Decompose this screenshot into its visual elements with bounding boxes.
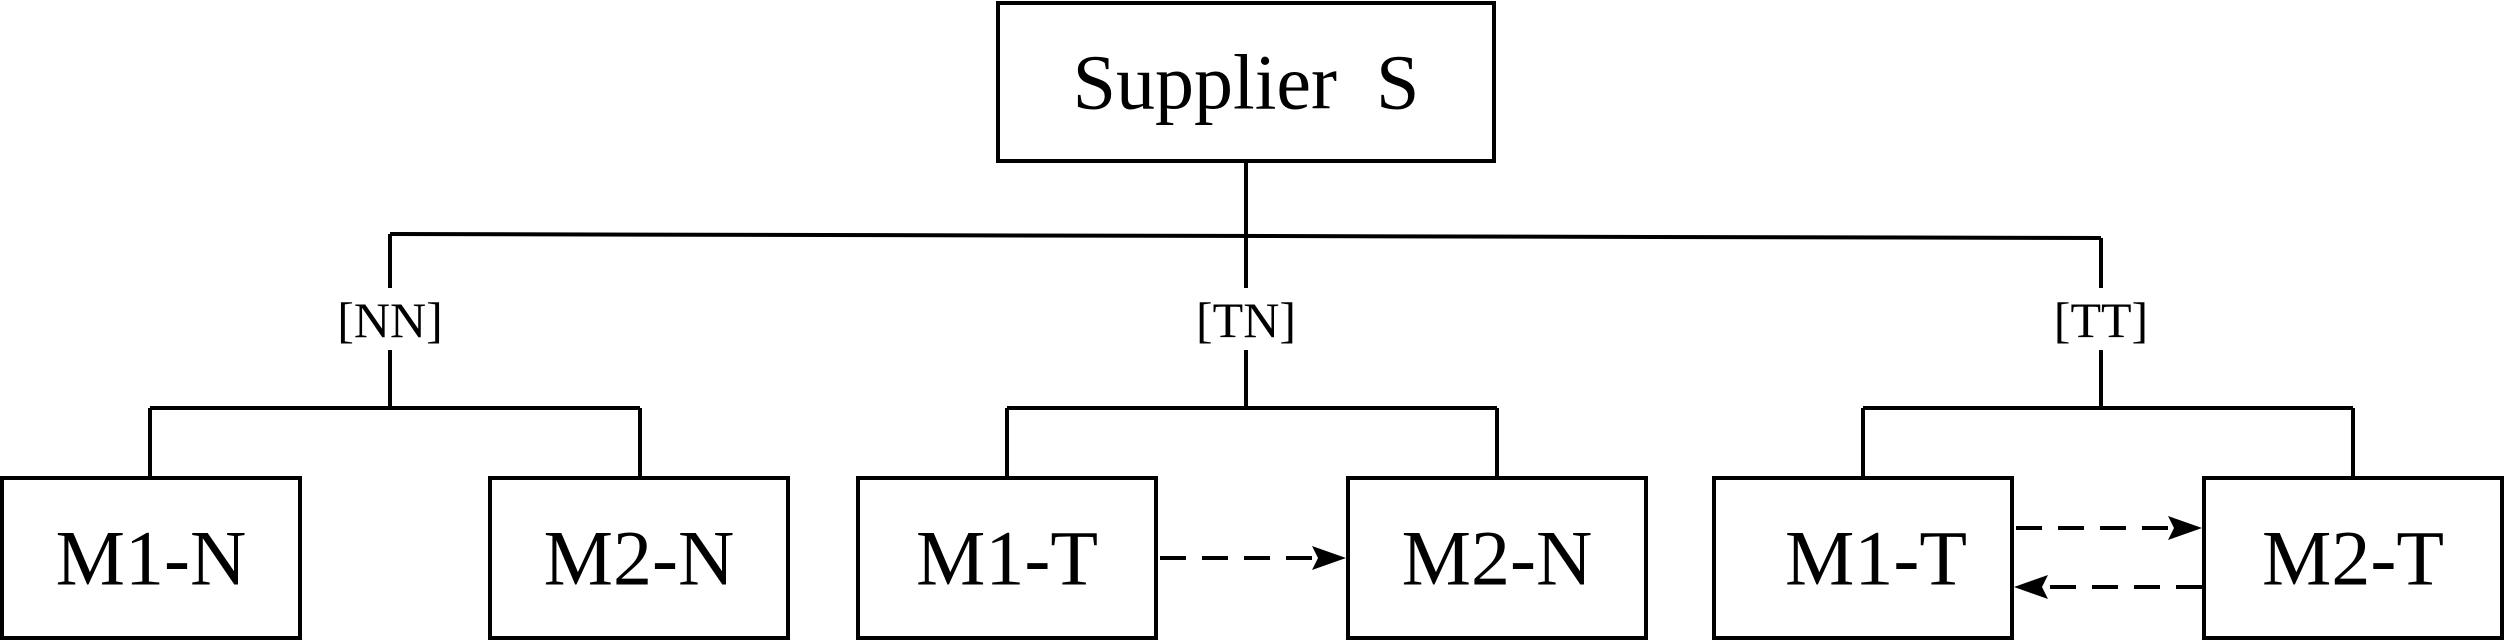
scenario-nn-right-label: M2-N — [544, 515, 735, 602]
scenario-tt-right-label: M2-T — [2262, 515, 2444, 602]
scenario-tt-left-node: M1-T — [1712, 476, 2014, 640]
scenario-tn-label: [TN] — [1196, 292, 1296, 348]
scenario-nn-left-label: M1-N — [56, 515, 247, 602]
scenario-tn-arrow-right — [1160, 546, 1346, 570]
scenario-tt: [TT] M1-T M2-T — [1712, 238, 2504, 640]
scenario-tt-right-node: M2-T — [2202, 476, 2504, 640]
supplier-node: Supplier S — [996, 1, 1496, 163]
scenario-nn-left-box — [0, 476, 302, 640]
supplier-box — [996, 1, 1496, 163]
scenario-nn-right-node: M2-N — [488, 476, 790, 640]
scenario-tn-right-node: M2-N — [1346, 476, 1648, 640]
scenario-nn: [NN] M1-N M2-N — [0, 234, 790, 640]
scenario-tt-left-label: M1-T — [1785, 515, 1967, 602]
scenario-tn-left-label: M1-T — [916, 515, 1098, 602]
scenario-tn-right-label: M2-N — [1402, 515, 1593, 602]
scenario-tt-arrow-left — [2014, 575, 2202, 599]
scenario-tn-right-box — [1346, 476, 1648, 640]
scenario-tn-left-box — [856, 476, 1158, 640]
scenario-tt-label: [TT] — [2054, 292, 2148, 348]
scenario-tt-arrow-right — [2016, 516, 2202, 540]
scenario-tt-right-box — [2202, 476, 2504, 640]
scenario-nn-left-node: M1-N — [0, 476, 302, 640]
scenario-nn-label: [NN] — [337, 292, 443, 348]
scenario-tn: [TN] M1-T M2-N — [856, 236, 1648, 640]
supplier-label: Supplier S — [1073, 39, 1420, 126]
scenario-tt-left-box — [1712, 476, 2014, 640]
supplier-connectors — [389, 161, 2102, 240]
scenario-nn-right-box — [488, 476, 790, 640]
scenario-tn-left-node: M1-T — [856, 476, 1158, 640]
